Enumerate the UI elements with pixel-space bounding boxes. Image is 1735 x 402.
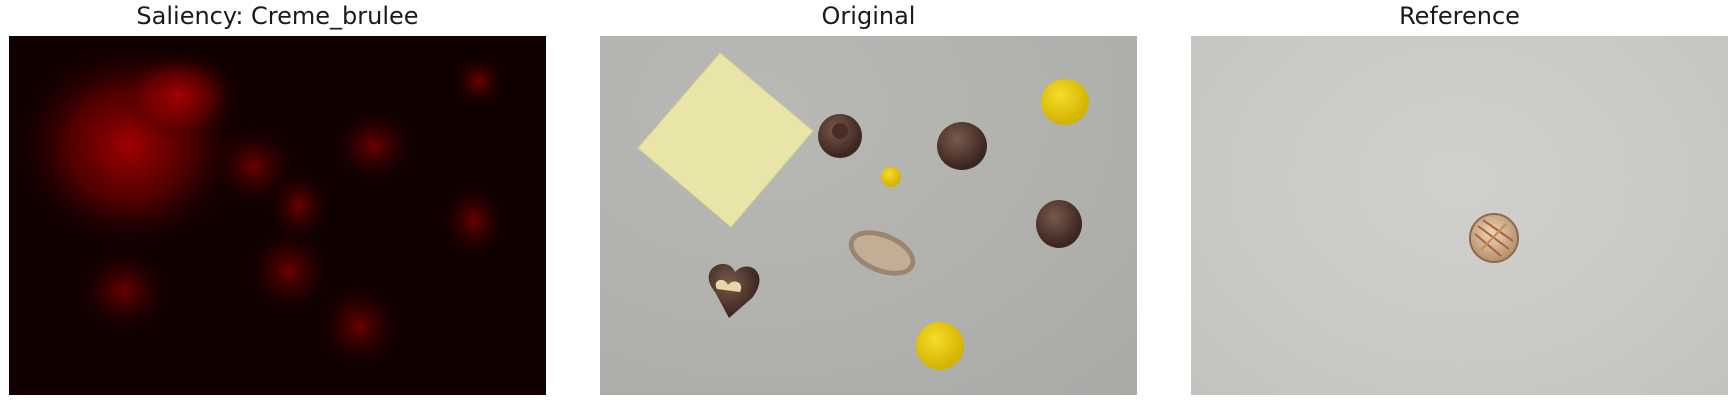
reference-photo — [1191, 36, 1728, 395]
original-photo — [600, 36, 1137, 395]
paper-note — [637, 52, 814, 228]
reference-photo-scene — [1469, 213, 1519, 263]
chocolate-truffle — [937, 122, 987, 170]
reference-title: Reference — [1399, 2, 1520, 30]
original-photo-scene — [637, 52, 1089, 370]
saliency-heatmap — [9, 36, 546, 395]
saliency-title: Saliency: Creme_brulee — [136, 2, 419, 30]
yellow-token-top — [1041, 79, 1089, 125]
yellow-token-bottom — [916, 322, 964, 370]
yellow-ball — [881, 167, 901, 187]
chocolate-cube — [1036, 200, 1082, 248]
original-title: Original — [821, 2, 916, 30]
saliency-heatmap-image — [9, 36, 546, 395]
